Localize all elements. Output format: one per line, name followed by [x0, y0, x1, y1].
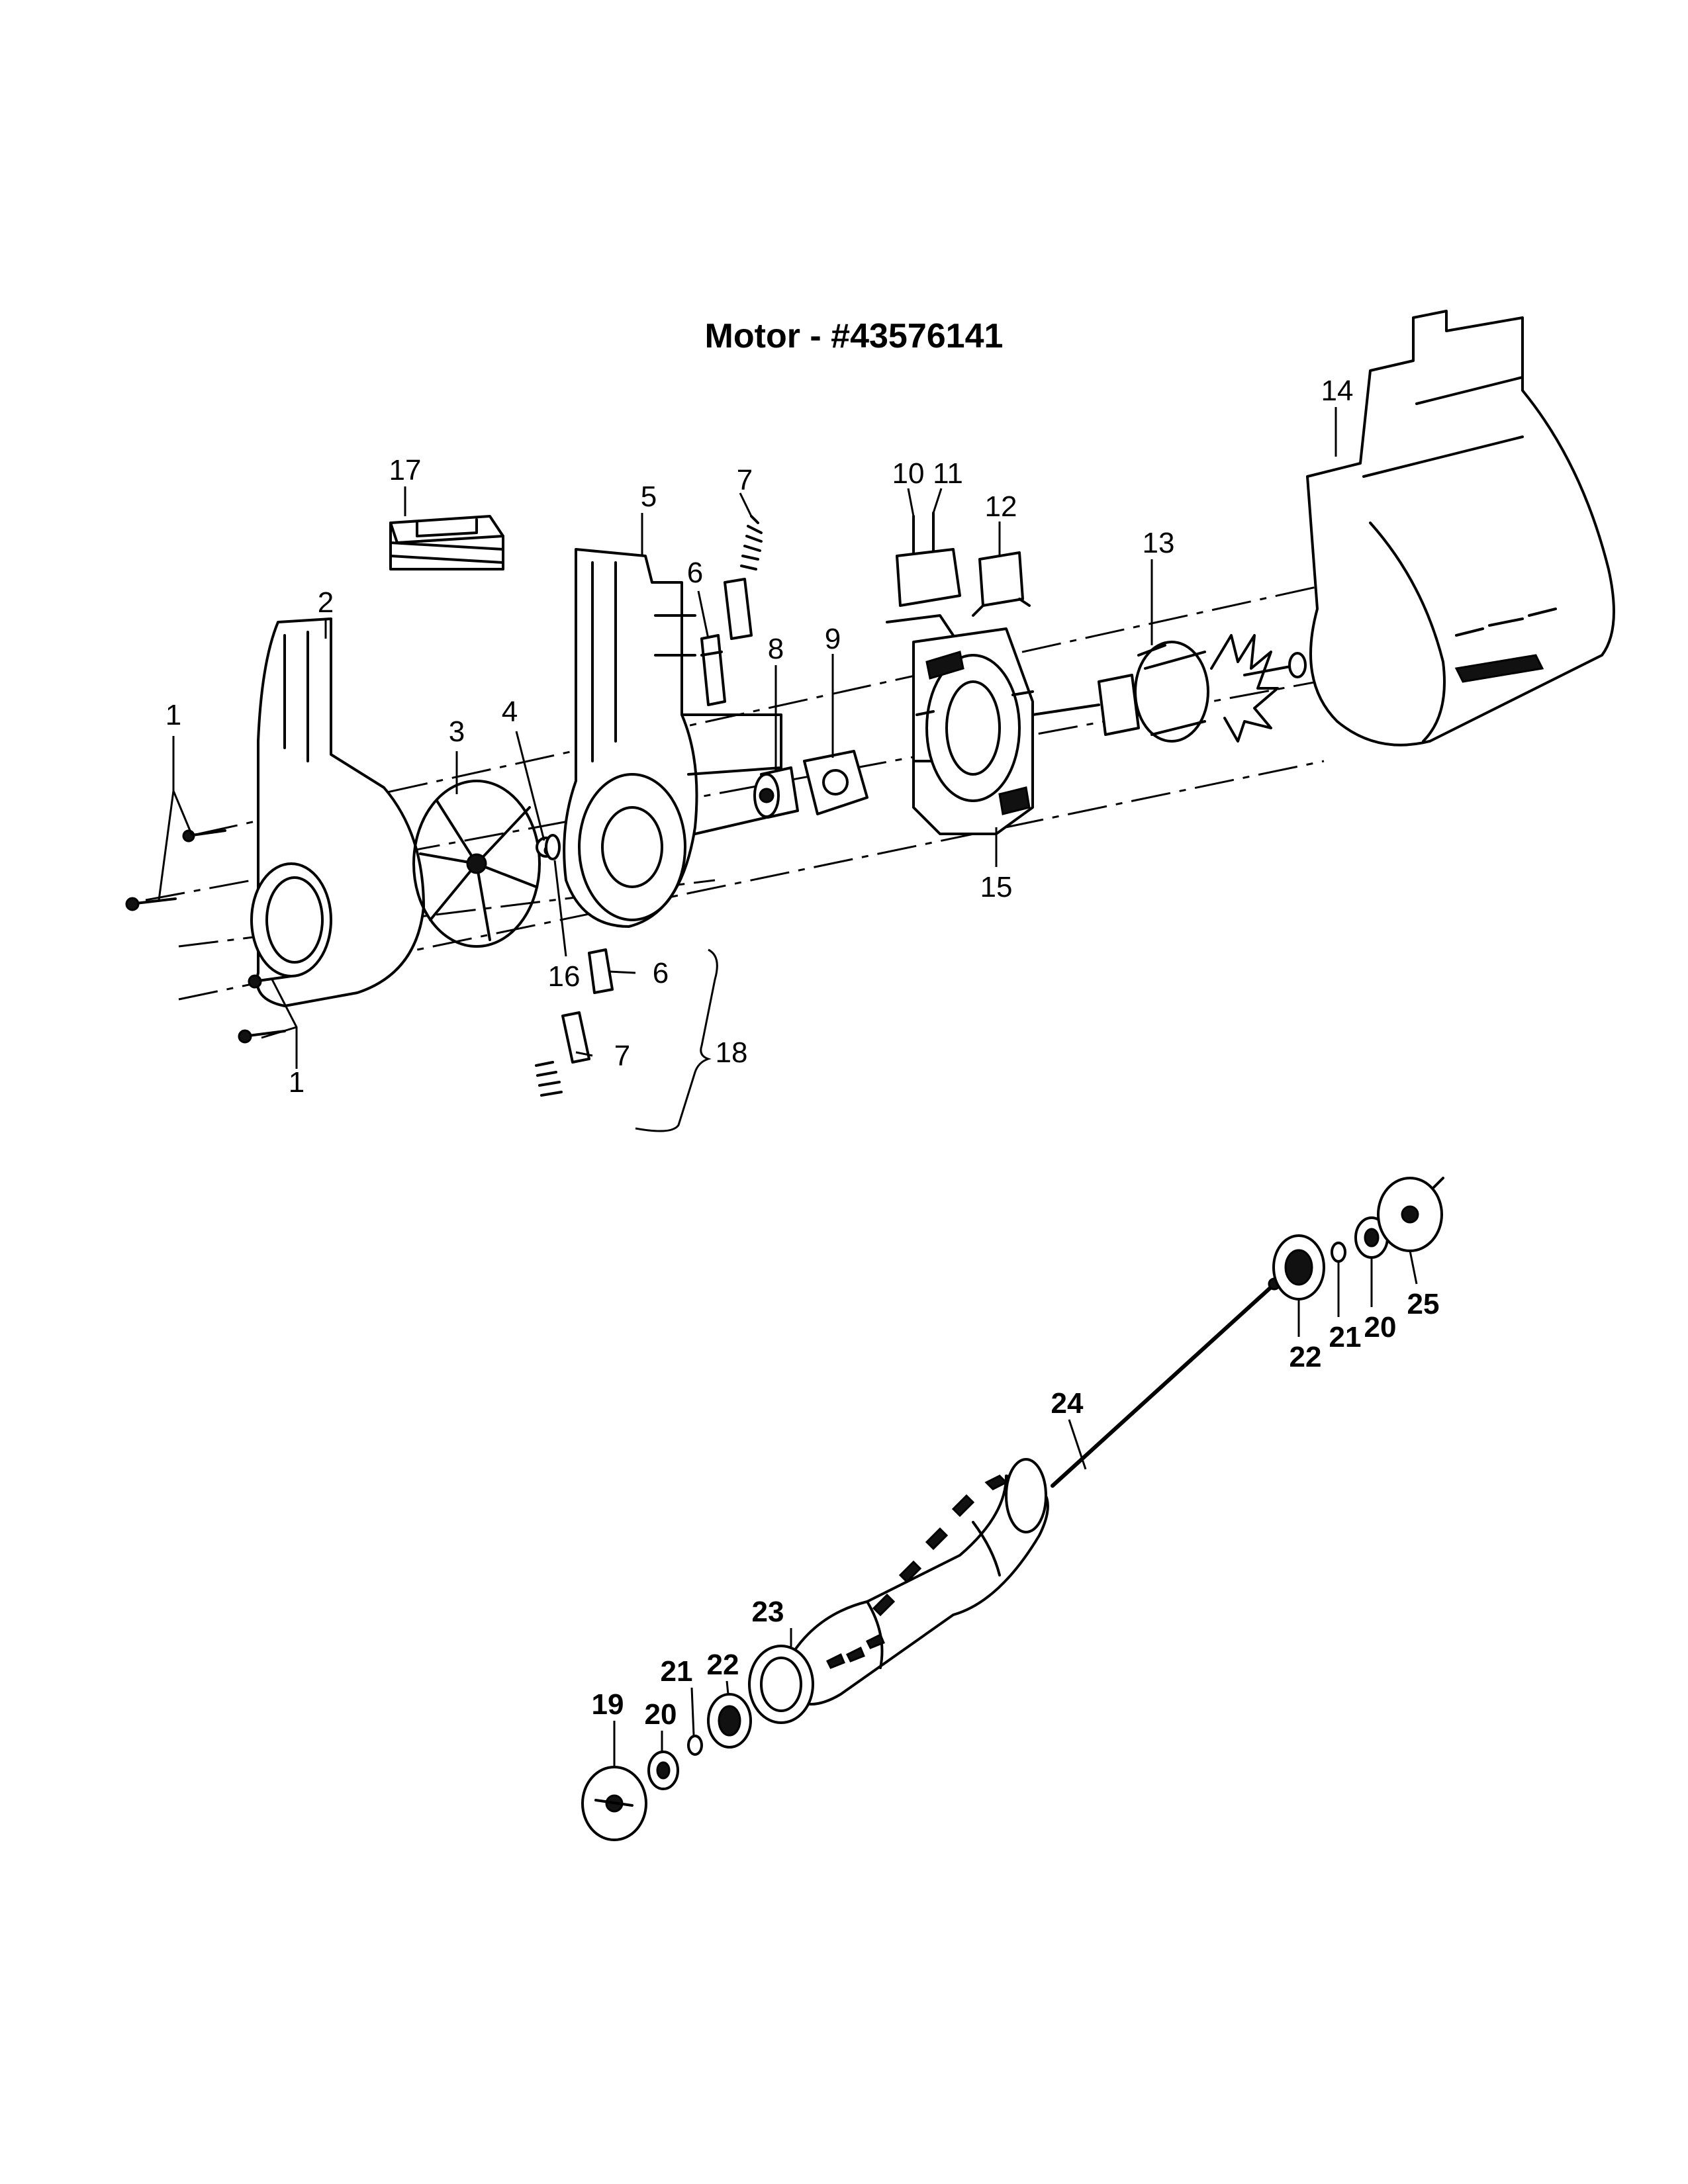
callout-8: 8 [768, 633, 784, 665]
callout-25: 25 [1407, 1288, 1440, 1320]
callout-2: 2 [318, 586, 334, 619]
callout-9: 9 [825, 623, 841, 655]
callout-19: 19 [592, 1688, 624, 1721]
end-cap-25 [1377, 1177, 1444, 1252]
leader-6-top [697, 590, 710, 639]
motor-field-stator [912, 627, 1034, 835]
washer-21-left [687, 1735, 703, 1756]
callout-7-bottom: 7 [614, 1040, 630, 1072]
leader-4 [515, 731, 545, 841]
callout-23: 23 [752, 1596, 784, 1628]
filter-pad [389, 515, 504, 570]
brushroll-dowel [786, 1458, 1049, 1706]
callout-6-bottom: 6 [653, 957, 669, 989]
callout-1-top: 1 [165, 699, 181, 731]
callout-16: 16 [548, 960, 581, 993]
carbon-brush-spring-lower [535, 1011, 590, 1097]
callout-7-top: 7 [737, 464, 753, 496]
bearing-8 [753, 766, 799, 819]
leader-16 [553, 860, 567, 957]
carbon-brush-spring-upper [724, 515, 763, 640]
retainer-20-left [647, 1751, 679, 1790]
callout-1-bottom: 1 [289, 1066, 305, 1099]
motor-housing-rear [1306, 310, 1615, 747]
bearing-plate-9 [803, 750, 868, 815]
leader-6-bottom [608, 970, 636, 974]
leader-1-top [158, 736, 193, 901]
leader-21-left [690, 1687, 695, 1736]
washer-21-right [1331, 1242, 1346, 1263]
callout-20-left: 20 [645, 1698, 677, 1731]
fan-cover [563, 548, 782, 928]
callout-22-left: 22 [707, 1649, 739, 1681]
diagram-title: Motor - #43576141 [705, 317, 1004, 355]
callout-12: 12 [985, 490, 1017, 523]
brush-holder-upper [700, 634, 726, 706]
callout-3: 3 [449, 715, 465, 748]
bearing-22-right [1272, 1234, 1325, 1300]
callout-21-left: 21 [661, 1655, 693, 1688]
callout-6-top: 6 [687, 557, 703, 589]
fan-impeller [412, 780, 541, 948]
end-cap-19 [581, 1766, 647, 1841]
screw-bottom-1 [248, 974, 293, 989]
seal-16 [545, 834, 561, 860]
brushroll-shaft [1051, 1285, 1273, 1488]
screw-top-2 [125, 897, 177, 911]
callout-24: 24 [1051, 1387, 1084, 1420]
bracket-18 [635, 948, 718, 1132]
callout-13: 13 [1143, 527, 1175, 559]
callout-4: 4 [502, 696, 518, 728]
callout-11: 11 [933, 457, 963, 490]
leader-22-left [726, 1680, 729, 1695]
callout-14: 14 [1321, 375, 1354, 407]
callout-17: 17 [389, 454, 422, 486]
screw-top-1 [182, 829, 226, 842]
leader-7-top [739, 492, 753, 517]
switch-12 [972, 551, 1031, 617]
leader-1-bottom [261, 978, 298, 1069]
callout-21-right: 21 [1329, 1321, 1362, 1353]
brush-holder-lower [588, 948, 614, 994]
callout-20-right: 20 [1364, 1311, 1397, 1343]
callout-22-right: 22 [1289, 1341, 1322, 1373]
callout-10: 10 [892, 457, 925, 490]
leader-25 [1409, 1250, 1418, 1285]
fan-housing-front [250, 617, 425, 1007]
callout-18: 18 [716, 1036, 748, 1069]
callout-15: 15 [980, 871, 1013, 903]
bearing-22-left [707, 1693, 752, 1749]
brushroll-end-ring [748, 1645, 814, 1724]
leader-24 [1068, 1419, 1087, 1470]
armature-13 [1031, 634, 1307, 743]
terminal-bracket [886, 512, 961, 637]
leader-10 [907, 488, 915, 517]
leader-7-bottom [575, 1051, 593, 1057]
callout-5: 5 [641, 480, 657, 513]
leader-11 [932, 488, 943, 514]
